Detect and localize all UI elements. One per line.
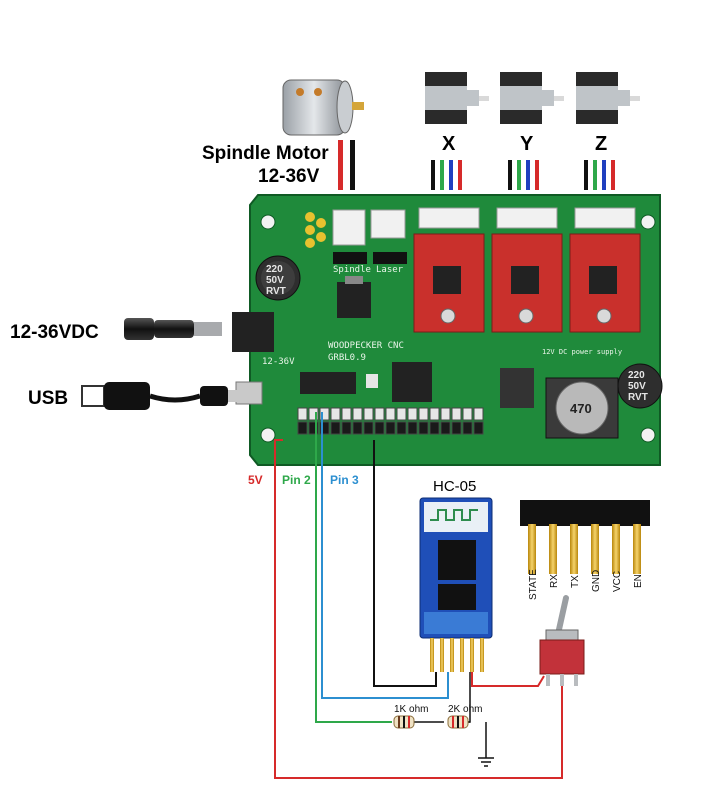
cap-left-value: 220 [266,264,283,275]
pinout-header [520,500,650,574]
toggle-switch [539,595,585,686]
laser-silk-label: Laser [376,265,404,275]
header-pin [308,421,319,435]
driver-z [569,207,641,333]
header-pin [429,421,440,435]
inductor-label: 470 [570,401,592,416]
pinout-labels: STATE RX TX GND VCC EN [528,569,644,600]
cap-right-value: 220 [628,370,645,381]
cnc-board: Spindle Laser 220 50V RVT [232,194,663,466]
header-pin [462,421,473,435]
dc-plug [124,318,222,340]
cap-right-brand: RVT [628,392,648,403]
board-firmware-label: GRBL0.9 [328,353,366,363]
usb-cable [81,382,238,410]
hc05-pins [430,638,484,672]
resistor-1k [393,715,415,729]
axis-z-label: Z [595,133,607,155]
pin-label-en: EN [633,574,644,588]
header-pin [440,407,451,421]
driver-x [413,207,485,333]
spindle-motor-label: Spindle Motor [202,143,329,164]
header-pin [473,407,484,421]
stepper-motor-y [500,72,564,124]
header-pin [385,407,396,421]
header-pin [363,421,374,435]
hc05-module [419,497,493,639]
board-voltage-label: 12-36V [262,357,295,367]
header-pin [319,407,330,421]
header-pin [319,421,330,435]
resistor-2k-label: 2K ohm [448,704,482,715]
axis-x-label: X [442,133,456,155]
header-pin [385,421,396,435]
header-pin [407,407,418,421]
pin-header [297,407,484,435]
header-pin [418,421,429,435]
pin-label-tx: TX [570,575,581,588]
header-pin [451,407,462,421]
resistor-2k [447,715,469,729]
header-pin [407,421,418,435]
cap-left-brand: RVT [266,286,286,297]
header-pin [429,407,440,421]
header-pin [473,421,484,435]
stepper-wires-z [584,160,615,190]
board-supply-label: 12V DC power supply [542,348,622,356]
pin-label-gnd: GND [591,570,602,592]
pin-label-vcc: VCC [612,571,623,592]
header-pin [396,421,407,435]
axis-y-label: Y [520,133,534,155]
cap-right-voltage: 50V [628,381,646,392]
header-pin [374,407,385,421]
header-pin [440,421,451,435]
header-pin [462,407,473,421]
ground-symbol [478,757,494,767]
header-pin [451,421,462,435]
header-pin [308,407,319,421]
resistor-1k-label: 1K ohm [394,704,428,715]
spindle-silk-label: Spindle [333,265,371,275]
header-pin [330,421,341,435]
header-pin [341,421,352,435]
wire-pin2-label: Pin 2 [282,473,311,487]
stepper-wires-y [508,160,539,190]
stepper-motor-z [576,72,640,124]
spindle-wires [338,140,355,190]
cap-left-voltage: 50V [266,275,284,286]
wire-5v-label: 5V [248,473,263,487]
header-pin [418,407,429,421]
driver-y [491,207,563,333]
header-pin [297,407,308,421]
spindle-motor [282,79,364,136]
header-pin [341,407,352,421]
usb-label: USB [28,388,68,409]
spindle-voltage-label: 12-36V [258,166,320,187]
stepper-motor-x [425,72,489,124]
wiring [274,412,563,779]
pin-label-state: STATE [528,569,539,600]
header-pin [352,407,363,421]
header-pin [396,407,407,421]
header-pin [297,421,308,435]
board-brand-label: WOODPECKER CNC [328,341,404,351]
hc05-title: HC-05 [433,478,476,495]
header-pin [330,407,341,421]
wire-pin3-label: Pin 3 [330,473,359,487]
pin-label-rx: RX [549,574,560,588]
stepper-wires-x [431,160,462,190]
dc-input-label: 12-36VDC [10,322,99,343]
header-pin [352,421,363,435]
header-pin [363,407,374,421]
header-pin [374,421,385,435]
